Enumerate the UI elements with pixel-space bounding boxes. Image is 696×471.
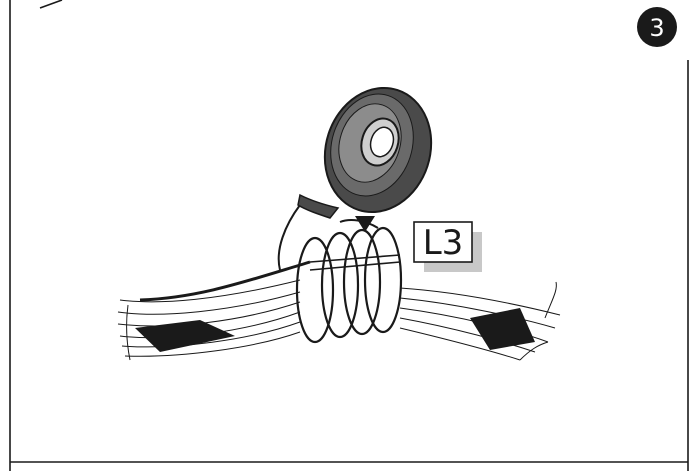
right-tape-band xyxy=(470,308,535,350)
l3-label-text: L3 xyxy=(423,223,464,263)
tape-bands xyxy=(135,308,535,352)
tape-roll xyxy=(309,74,447,226)
step-number: 3 xyxy=(649,14,664,42)
l3-label-box: L3 xyxy=(414,222,482,272)
inner-wire xyxy=(140,255,400,300)
frame-top-arrow-stroke xyxy=(40,0,62,8)
frame xyxy=(10,0,688,471)
step-badge: 3 xyxy=(637,7,677,47)
tape-wraps xyxy=(297,228,401,342)
